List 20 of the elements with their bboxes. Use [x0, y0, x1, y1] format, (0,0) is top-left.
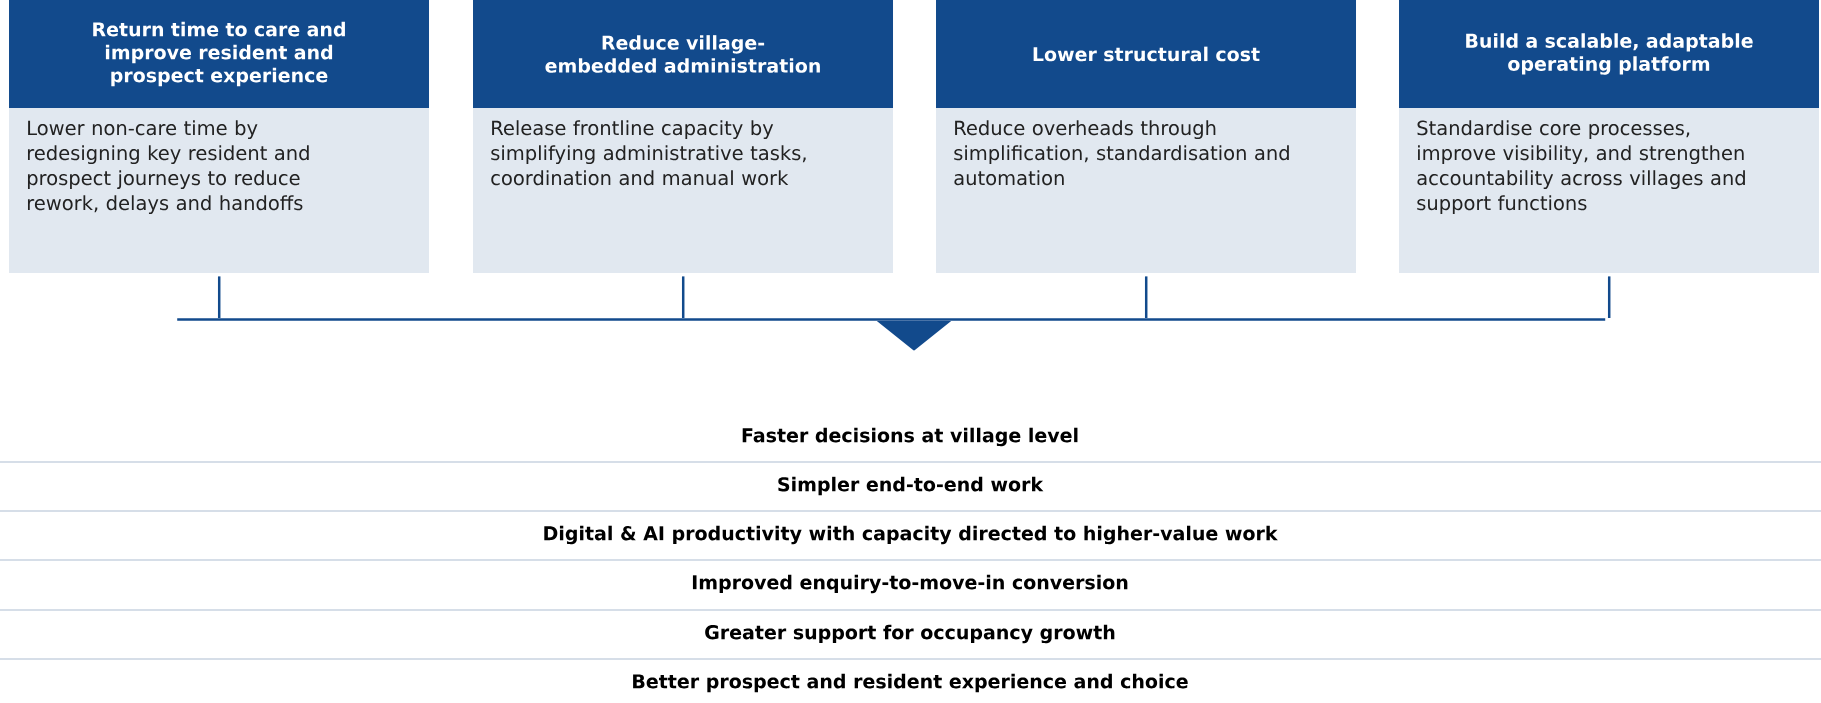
- connector-line: [1607, 276, 1611, 318]
- connector-line: [1144, 276, 1148, 318]
- connector-line: [681, 276, 685, 318]
- card-header: Lower structural cost: [936, 0, 1356, 108]
- outcome-text: Simpler end-to-end work: [778, 476, 1044, 496]
- outcome-text: Improved enquiry-to-move-in conversion: [692, 574, 1128, 594]
- connector-line: [217, 276, 221, 318]
- outcome-text: Greater support for occupancy growth: [705, 624, 1115, 644]
- card-header: Reduce village-embedded administration: [473, 0, 893, 108]
- outcome-text: Faster decisions at village level: [742, 427, 1078, 447]
- outcome-text: Digital & AI productivity with capacity directed to higher-value work: [544, 525, 1278, 545]
- card-body: Release frontline capacity by simplifying administrative tasks, coordination and manual work: [473, 108, 893, 273]
- card-body: Reduce overheads through simplification, standardisation and automation: [936, 108, 1356, 273]
- bracket-bar: [177, 318, 1606, 321]
- card-header: Return time to care and improve resident and prospect experience: [9, 0, 429, 108]
- triangle-shape: [876, 320, 952, 351]
- card-header: Build a scalable, adaptable operating platform: [1399, 0, 1819, 108]
- card-body: Lower non-care time by redesigning key resident and prospect journeys to reduce rework, delays and handoffs: [9, 108, 429, 273]
- card-body: Standardise core processes, improve visibility, and strengthen accountability across villages and support functions: [1399, 108, 1819, 273]
- outcome-text: Better prospect and resident experience and choice: [633, 673, 1188, 693]
